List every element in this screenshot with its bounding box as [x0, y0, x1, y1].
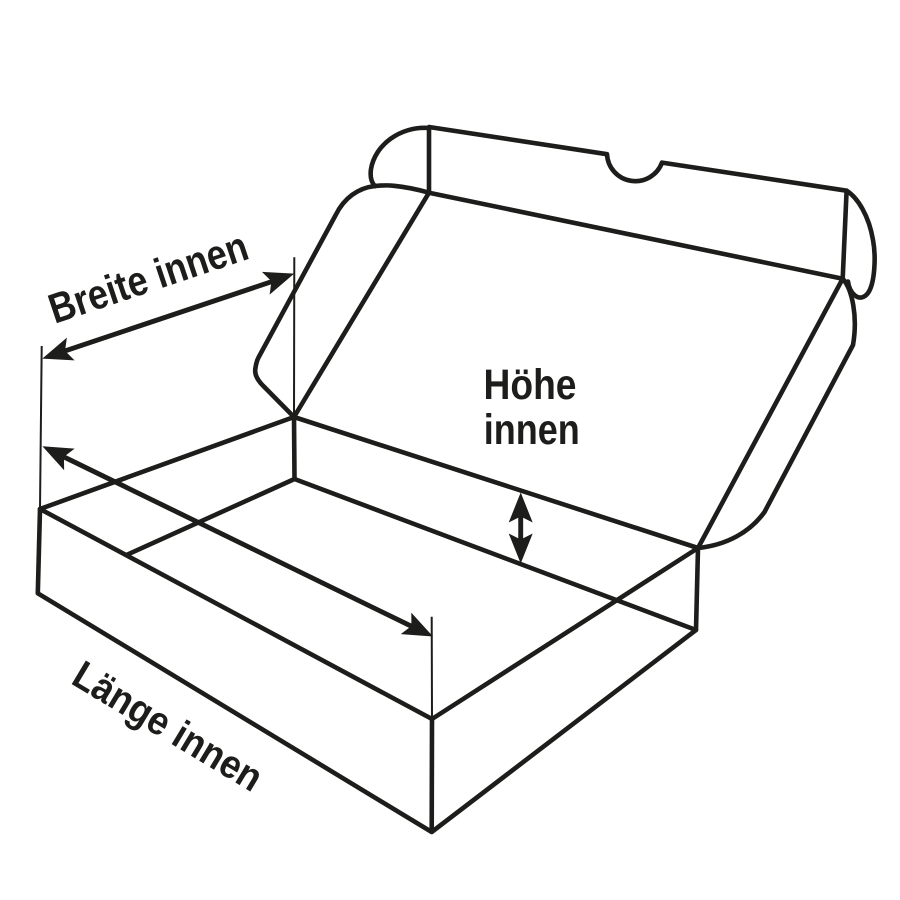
- svg-text:Höhe: Höhe: [484, 361, 577, 409]
- svg-text:Länge innen: Länge innen: [65, 653, 270, 800]
- svg-text:innen: innen: [484, 406, 580, 454]
- svg-text:Breite innen: Breite innen: [43, 222, 254, 332]
